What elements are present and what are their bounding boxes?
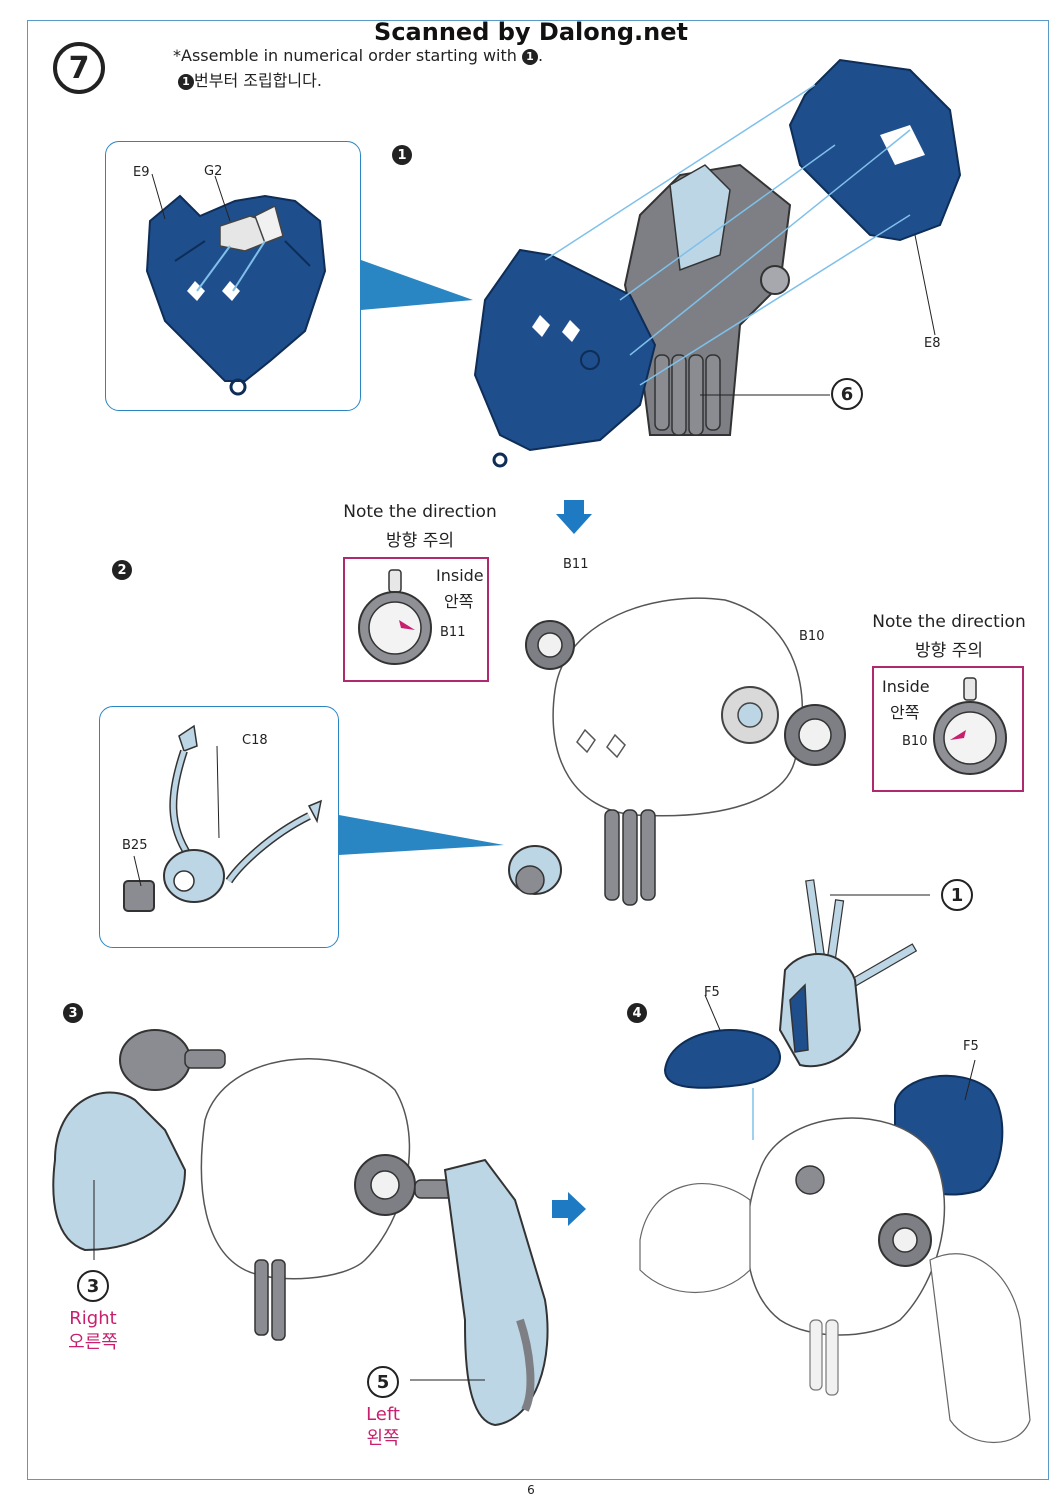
note-right-title-en: Note the direction (872, 612, 1026, 632)
side-right-en: Right (69, 1308, 117, 1329)
note-left-inside-en: Inside (436, 566, 484, 585)
note-right-inside-en: Inside (882, 677, 930, 696)
side-left-en: Left (366, 1404, 400, 1425)
side-left-ko: 왼쪽 (366, 1428, 400, 1449)
right-arrow (552, 1192, 586, 1226)
note-left-ring-illustration (358, 569, 432, 665)
torso-assembly-illustration (508, 597, 846, 906)
callout-pointer-1 (361, 260, 473, 310)
part-label-f5-left: F5 (704, 985, 720, 1000)
ref-marker-1: 1 (941, 879, 973, 911)
part-label-c18: C18 (242, 733, 268, 748)
instruction-start-marker: 1 (522, 48, 538, 65)
note-left-part-b11: B11 (440, 625, 466, 640)
note-right-part-b10: B10 (902, 734, 928, 749)
ref-marker-5: 5 (367, 1366, 399, 1398)
side-right-ko: 오른쪽 (68, 1332, 118, 1353)
ref-marker-3: 3 (77, 1270, 109, 1302)
instruction-en-prefix: *Assemble in numerical order starting wi… (173, 46, 522, 65)
part-label-e9: E9 (133, 165, 150, 180)
neck-tubes-illustration (123, 724, 323, 912)
ref-marker-6: 6 (831, 378, 863, 410)
callout-pointer-2 (339, 815, 504, 855)
substep-4-marker: 4 (627, 1003, 647, 1023)
instruction-ko-text: 번부터 조립합니다. (194, 71, 322, 90)
note-left-inside-ko: 안쪽 (444, 592, 474, 611)
note-right-inside-ko: 안쪽 (890, 703, 920, 722)
torso-exploded-illustration (473, 58, 962, 468)
part-label-b10-top: B10 (799, 629, 825, 644)
note-right-title-ko: 방향 주의 (915, 641, 983, 661)
page-frame (27, 20, 1049, 1480)
shoulder-armor-illustration (639, 953, 1031, 1443)
substep-1-marker: 1 (392, 145, 412, 165)
part-label-b25: B25 (122, 838, 148, 853)
part-label-e8: E8 (924, 336, 941, 351)
part-label-b11-top: B11 (563, 557, 589, 572)
watermark: Scanned by Dalong.net (374, 18, 688, 46)
side-label-left: Left 왼쪽 (350, 1403, 416, 1451)
substep-3-marker: 3 (63, 1003, 83, 1023)
chest-inner-illustration (145, 173, 327, 396)
step-number: 7 (53, 42, 105, 94)
instruction-english: *Assemble in numerical order starting wi… (173, 45, 543, 67)
down-arrow (556, 500, 592, 534)
instruction-ko-marker: 1 (178, 73, 194, 90)
note-right-ring-illustration (933, 677, 1007, 775)
part-label-f5-right: F5 (963, 1039, 979, 1054)
page-number: 6 (527, 1483, 535, 1497)
arm-attachment-illustration (52, 1029, 549, 1427)
note-left-title-ko: 방향 주의 (386, 531, 454, 551)
note-left-title-en: Note the direction (343, 502, 497, 522)
part-label-g2: G2 (204, 164, 223, 179)
substep-2-marker: 2 (112, 560, 132, 580)
side-label-right: Right 오른쪽 (60, 1307, 126, 1355)
instruction-en-suffix: . (538, 46, 544, 65)
